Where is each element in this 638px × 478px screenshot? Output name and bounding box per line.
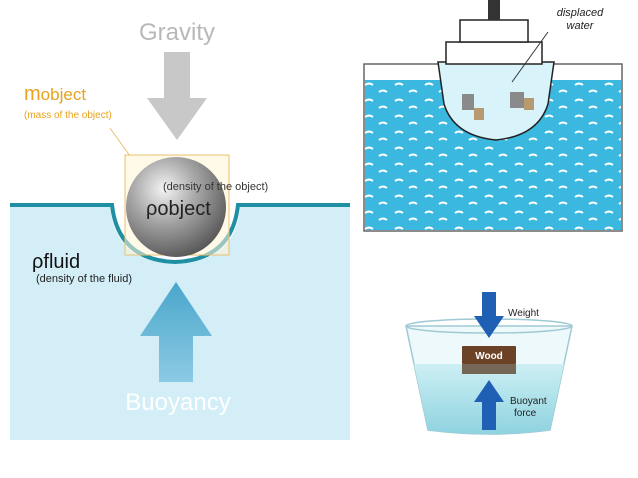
mass-note: (mass of the object) bbox=[24, 110, 112, 121]
buoyant-label-line2: force bbox=[514, 408, 537, 419]
rho-fluid-symbol: ρ bbox=[32, 251, 43, 273]
gravity-label: Gravity bbox=[139, 19, 215, 46]
displaced-label-line2: water bbox=[567, 20, 595, 32]
rho-object-symbol: ρ bbox=[146, 198, 157, 220]
mass-subscript: object bbox=[41, 85, 87, 104]
wood-bowl-svg: Weight Wood Buoyant force bbox=[405, 292, 573, 435]
mass-symbol: m bbox=[24, 83, 41, 105]
ship-cabin bbox=[459, 19, 529, 43]
mass-leader-line bbox=[109, 127, 131, 157]
cargo-box bbox=[474, 108, 484, 120]
ship-displacement-svg: displaced water bbox=[363, 0, 623, 232]
cargo-box bbox=[524, 98, 534, 110]
weight-arrow bbox=[474, 292, 504, 338]
buoyancy-label: Buoyancy bbox=[125, 389, 230, 416]
wood-block-submerged bbox=[462, 364, 516, 374]
fluid-surface-line bbox=[10, 203, 350, 265]
wood-block bbox=[462, 346, 516, 364]
buoyancy-gravity-svg: Gravity mobject (mass of the object) (de… bbox=[10, 19, 350, 440]
rho-object-subscript: object bbox=[157, 198, 211, 220]
ship-mast bbox=[488, 0, 500, 20]
displaced-water-leader bbox=[511, 31, 549, 83]
buoyant-force-arrow bbox=[474, 380, 504, 430]
object-sphere bbox=[126, 157, 226, 257]
density-object-note: (density of the object) bbox=[163, 181, 268, 193]
mass-label: mobject bbox=[24, 83, 86, 105]
cargo-box bbox=[510, 92, 524, 108]
ship-hull bbox=[437, 61, 555, 141]
buoyancy-arrow bbox=[140, 282, 212, 382]
rho-object-label: ρobject bbox=[146, 198, 211, 220]
displaced-label-line1: displaced bbox=[557, 7, 604, 19]
buoyancy-gravity-diagram: Gravity mobject (mass of the object) (de… bbox=[10, 19, 350, 440]
rho-fluid-label: ρfluid bbox=[32, 251, 80, 273]
rho-fluid-subscript: fluid bbox=[43, 251, 80, 273]
weight-label: Weight bbox=[508, 308, 539, 319]
wood-bowl-diagram: Weight Wood Buoyant force bbox=[400, 288, 578, 438]
buoyant-label-line1: Buoyant bbox=[510, 396, 547, 407]
ship-displacement-diagram: displaced water bbox=[362, 0, 624, 234]
cargo-box bbox=[462, 94, 474, 110]
density-fluid-note: (density of the fluid) bbox=[36, 273, 132, 285]
gravity-arrow bbox=[147, 52, 207, 140]
wood-label: Wood bbox=[475, 351, 503, 362]
